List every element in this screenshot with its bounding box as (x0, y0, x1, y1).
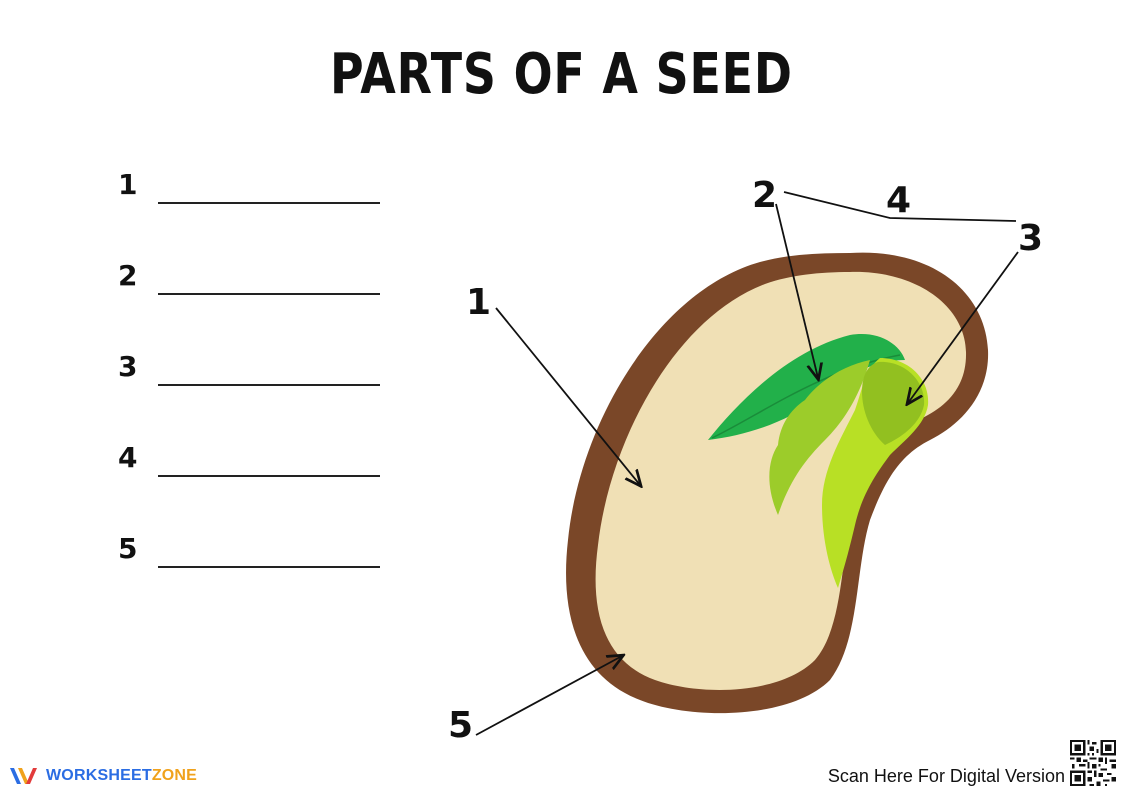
diagram-label-5: 5 (448, 705, 473, 746)
pointer-3 (908, 251, 1019, 403)
diagram-label-2: 2 (752, 175, 777, 216)
blank-number: 2 (118, 259, 138, 292)
pointer-5 (475, 656, 622, 736)
answer-blank-3[interactable]: 3 (118, 350, 380, 386)
pointer-1 (495, 307, 640, 485)
answer-blank-5[interactable]: 5 (118, 532, 380, 568)
diagram-label-4: 4 (886, 180, 911, 221)
answer-line[interactable] (158, 202, 380, 204)
answer-line[interactable] (158, 384, 380, 386)
logo-w-icon (10, 768, 37, 784)
worksheet-zone-logo[interactable]: WORKSHEETZONE (8, 764, 197, 788)
answer-blank-4[interactable]: 4 (118, 441, 380, 477)
scan-text: Scan Here For Digital Version (827, 766, 1065, 786)
pointer-2 (775, 203, 818, 378)
cotyledon-bulge (862, 361, 925, 445)
qr-code-icon[interactable] (1070, 740, 1116, 786)
diagram-label-3: 3 (1018, 218, 1043, 259)
diagram-label-1: 1 (466, 282, 491, 323)
page-title: PARTS OF A SEED (330, 42, 793, 107)
answer-line[interactable] (158, 566, 380, 568)
answer-line[interactable] (158, 293, 380, 295)
blank-number: 4 (118, 441, 138, 474)
blank-number: 1 (118, 168, 138, 201)
logo-text-worksheet: WORKSHEET (46, 767, 152, 784)
logo-text-zone: ZONE (151, 767, 198, 784)
answer-line[interactable] (158, 475, 380, 477)
answer-blank-1[interactable]: 1 (118, 168, 380, 204)
answer-blank-2[interactable]: 2 (118, 259, 380, 295)
blank-number: 5 (118, 532, 138, 565)
pointer-4-bracket (783, 191, 1017, 222)
plumule-leaf-vein (711, 354, 901, 439)
blank-number: 3 (118, 350, 138, 383)
plumule-inner-leaf (769, 360, 870, 515)
